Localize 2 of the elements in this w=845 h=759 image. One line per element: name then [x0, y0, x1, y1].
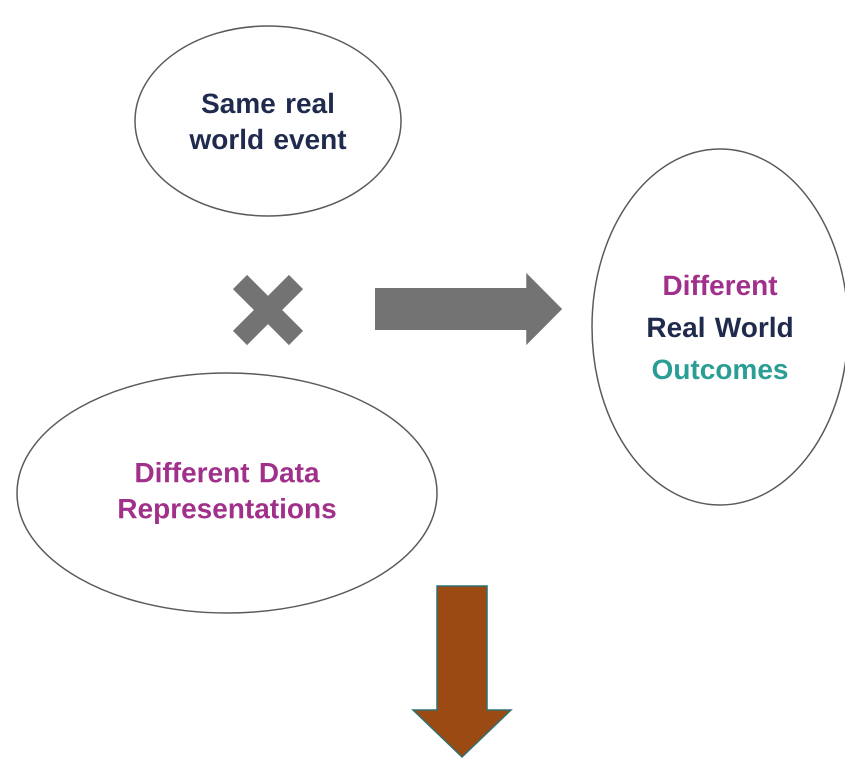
- ellipse-node: Different Data Representations: [16, 372, 438, 614]
- ellipse-node: Same real world event: [134, 25, 402, 217]
